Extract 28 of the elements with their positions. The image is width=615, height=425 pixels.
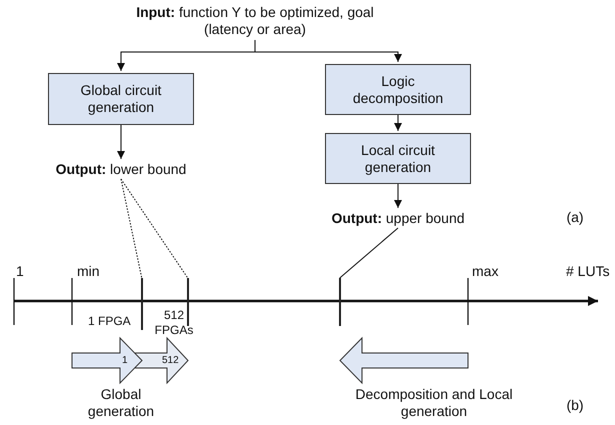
arrow	[394, 184, 402, 208]
leader-line	[120, 178, 142, 278]
process-box: Global circuit generation	[48, 73, 194, 125]
tick-label: 512 FPGAs	[154, 308, 194, 338]
panel-label: (b)	[565, 397, 585, 414]
arrow-label: 512	[162, 354, 179, 367]
caption-text: Global generation	[86, 386, 156, 420]
arrow	[394, 114, 402, 132]
output-text: Output: upper bound	[312, 210, 484, 228]
input-text: Input: function Y to be optimized, goal (latency or area)	[115, 4, 395, 40]
axis-label: # LUTs	[566, 263, 610, 280]
arrow	[117, 124, 125, 160]
tick-label: min	[77, 263, 100, 280]
arrow	[254, 40, 402, 62]
tick-mark	[187, 278, 188, 326]
tick-label: 1 FPGA	[88, 314, 131, 329]
tick-label: max	[472, 263, 498, 280]
tick-label: 1	[16, 263, 24, 280]
process-box: Logic decomposition	[325, 64, 471, 115]
leader-line	[339, 228, 398, 278]
caption-text: Decomposition and Local generation	[354, 386, 514, 420]
process-box: Local circuit generation	[325, 133, 471, 184]
output-text: Output: lower bound	[36, 161, 206, 179]
tick-mark	[141, 278, 142, 330]
leader-line	[120, 178, 188, 278]
tick-mark	[339, 278, 340, 326]
panel-label: (a)	[565, 209, 585, 226]
arrow-label: 1	[122, 354, 128, 367]
